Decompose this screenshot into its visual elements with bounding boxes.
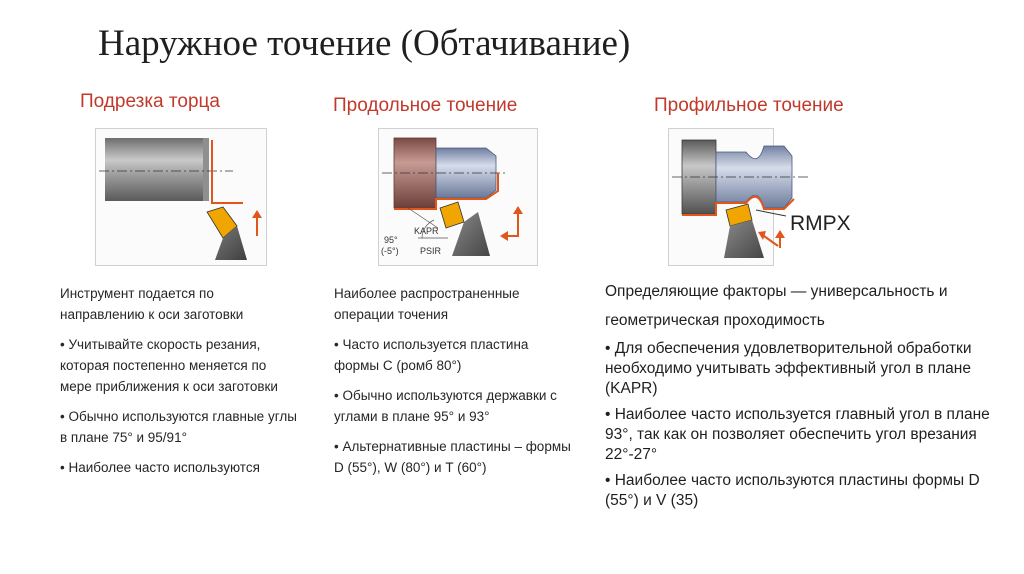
tool-path bbox=[682, 195, 795, 216]
kapr-label: KAPR bbox=[414, 226, 439, 236]
longitudinal-text: Наиболее распространенные операции точен… bbox=[334, 283, 574, 487]
feed-arrow bbox=[506, 212, 519, 237]
facing-bullet-2: • Обычно используются главные углы в пла… bbox=[60, 409, 297, 445]
workpiece bbox=[105, 138, 203, 201]
profiling-bullet-2: • Наиболее часто используется главный уг… bbox=[605, 406, 990, 463]
heading-facing: Подрезка торца bbox=[80, 91, 220, 112]
psir-label: PSIR bbox=[420, 246, 442, 256]
longitudinal-bullet-3: • Альтернативные пластины – формы D (55°… bbox=[334, 439, 571, 475]
tool-path bbox=[394, 173, 499, 210]
heading-profiling: Профильное точение bbox=[654, 95, 844, 116]
tool-holder bbox=[724, 220, 764, 258]
tool-holder bbox=[452, 212, 490, 256]
profiling-text: Определяющие факторы — универсальность и… bbox=[605, 277, 1000, 517]
longitudinal-intro: Наиболее распространенные операции точен… bbox=[334, 286, 520, 322]
profiling-bullet-3: • Наиболее часто используются пластины ф… bbox=[605, 472, 980, 509]
facing-intro: Инструмент подается по направлению к оси… bbox=[60, 286, 244, 322]
tool-holder bbox=[215, 226, 247, 260]
page-title: Наружное точение (Обтачивание) bbox=[98, 23, 631, 64]
profiling-intro: Определяющие факторы — универсальность и… bbox=[605, 283, 948, 329]
profiling-bullet-1: • Для обеспечения удовлетворительной обр… bbox=[605, 340, 972, 397]
tool-path bbox=[211, 140, 243, 204]
facing-bullet-1: • Учитывайте скорость резания, которая п… bbox=[60, 337, 278, 394]
longitudinal-bullet-1: • Часто используется пластина формы C (р… bbox=[334, 337, 529, 373]
longitudinal-figure: KAPR 95° (-5°) PSIR bbox=[378, 128, 538, 266]
longitudinal-bullet-2: • Обычно используются державки с углами … bbox=[334, 388, 557, 424]
facing-figure bbox=[95, 128, 267, 266]
facing-text: Инструмент подается по направлению к оси… bbox=[60, 283, 300, 487]
angle-alt-label: (-5°) bbox=[381, 246, 399, 256]
rmpx-label: RMPX bbox=[790, 212, 851, 235]
angle-label: 95° bbox=[384, 235, 398, 245]
profiling-figure: RMPX bbox=[668, 128, 851, 266]
facing-bullet-3: • Наиболее часто используются bbox=[60, 460, 260, 475]
heading-longitudinal: Продольное точение bbox=[333, 95, 518, 116]
